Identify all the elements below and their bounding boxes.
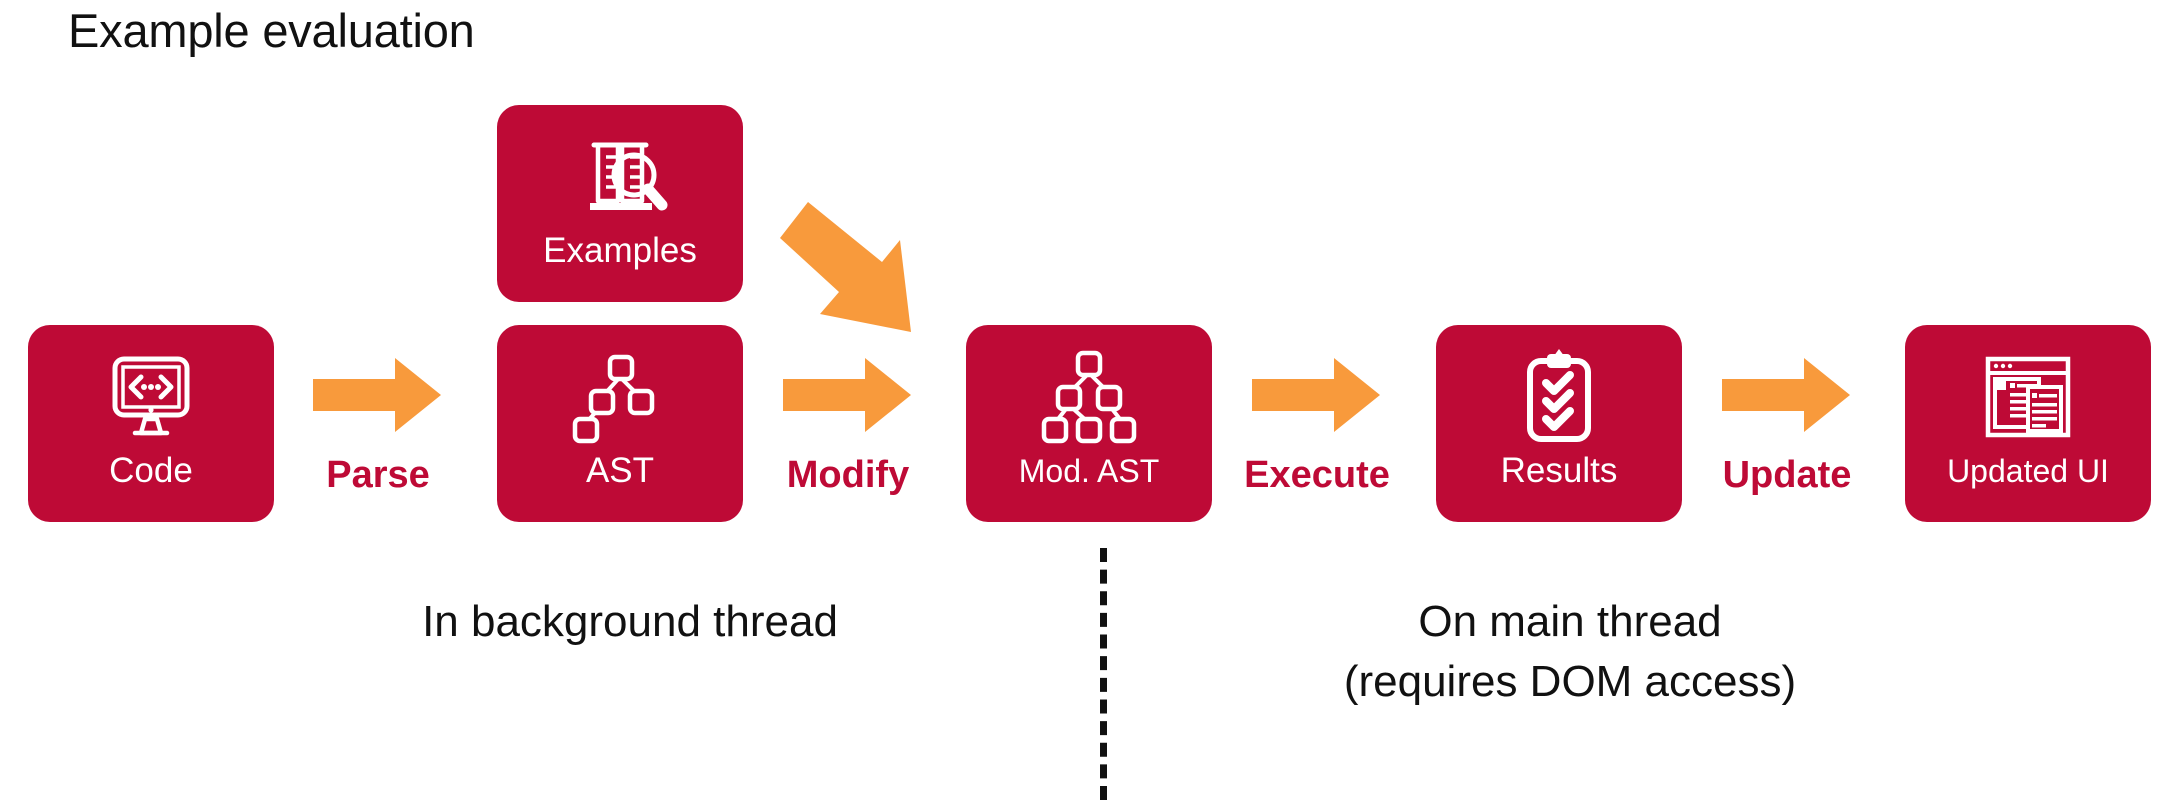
caption-main-thread-line2: (requires DOM access): [1343, 657, 1797, 706]
card-code[interactable]: Code: [28, 325, 274, 522]
clipboard-checks-icon: [1505, 345, 1613, 449]
card-label: Examples: [543, 231, 697, 270]
arrow-label-parse: Parse: [326, 454, 430, 496]
arrow-label-update: Update: [1722, 454, 1852, 496]
test-tubes-magnifier-icon: [566, 125, 674, 229]
card-label: Results: [1500, 451, 1618, 490]
arrow-parse: [313, 352, 443, 438]
card-label: Mod. AST: [1018, 453, 1160, 489]
monitor-code-icon: [97, 345, 205, 449]
card-label: Updated UI: [1947, 453, 2109, 489]
card-updated-ui[interactable]: Updated UI: [1905, 325, 2151, 522]
page-title: Example evaluation: [68, 4, 475, 57]
card-results[interactable]: Results: [1436, 325, 1682, 522]
arrow-label-execute: Execute: [1244, 454, 1390, 496]
arrow-examples-to-mod-ast: [778, 196, 958, 361]
caption-background-thread: In background thread: [422, 597, 838, 646]
card-mod-ast[interactable]: Mod. AST: [966, 325, 1212, 522]
browser-window-icon: [1974, 345, 2082, 449]
arrow-modify: [783, 352, 913, 438]
arrow-execute: [1252, 352, 1382, 438]
tree-nodes-icon: [566, 345, 674, 449]
thread-divider: [1100, 548, 1107, 800]
caption-main-thread-line1: On main thread: [1418, 597, 1722, 646]
card-examples[interactable]: Examples: [497, 105, 743, 302]
tree-nodes-full-icon: [1035, 345, 1143, 449]
card-label: Code: [109, 451, 193, 490]
card-ast[interactable]: AST: [497, 325, 743, 522]
arrow-label-modify: Modify: [786, 454, 910, 496]
arrow-update: [1722, 352, 1852, 438]
card-label: AST: [585, 451, 655, 490]
